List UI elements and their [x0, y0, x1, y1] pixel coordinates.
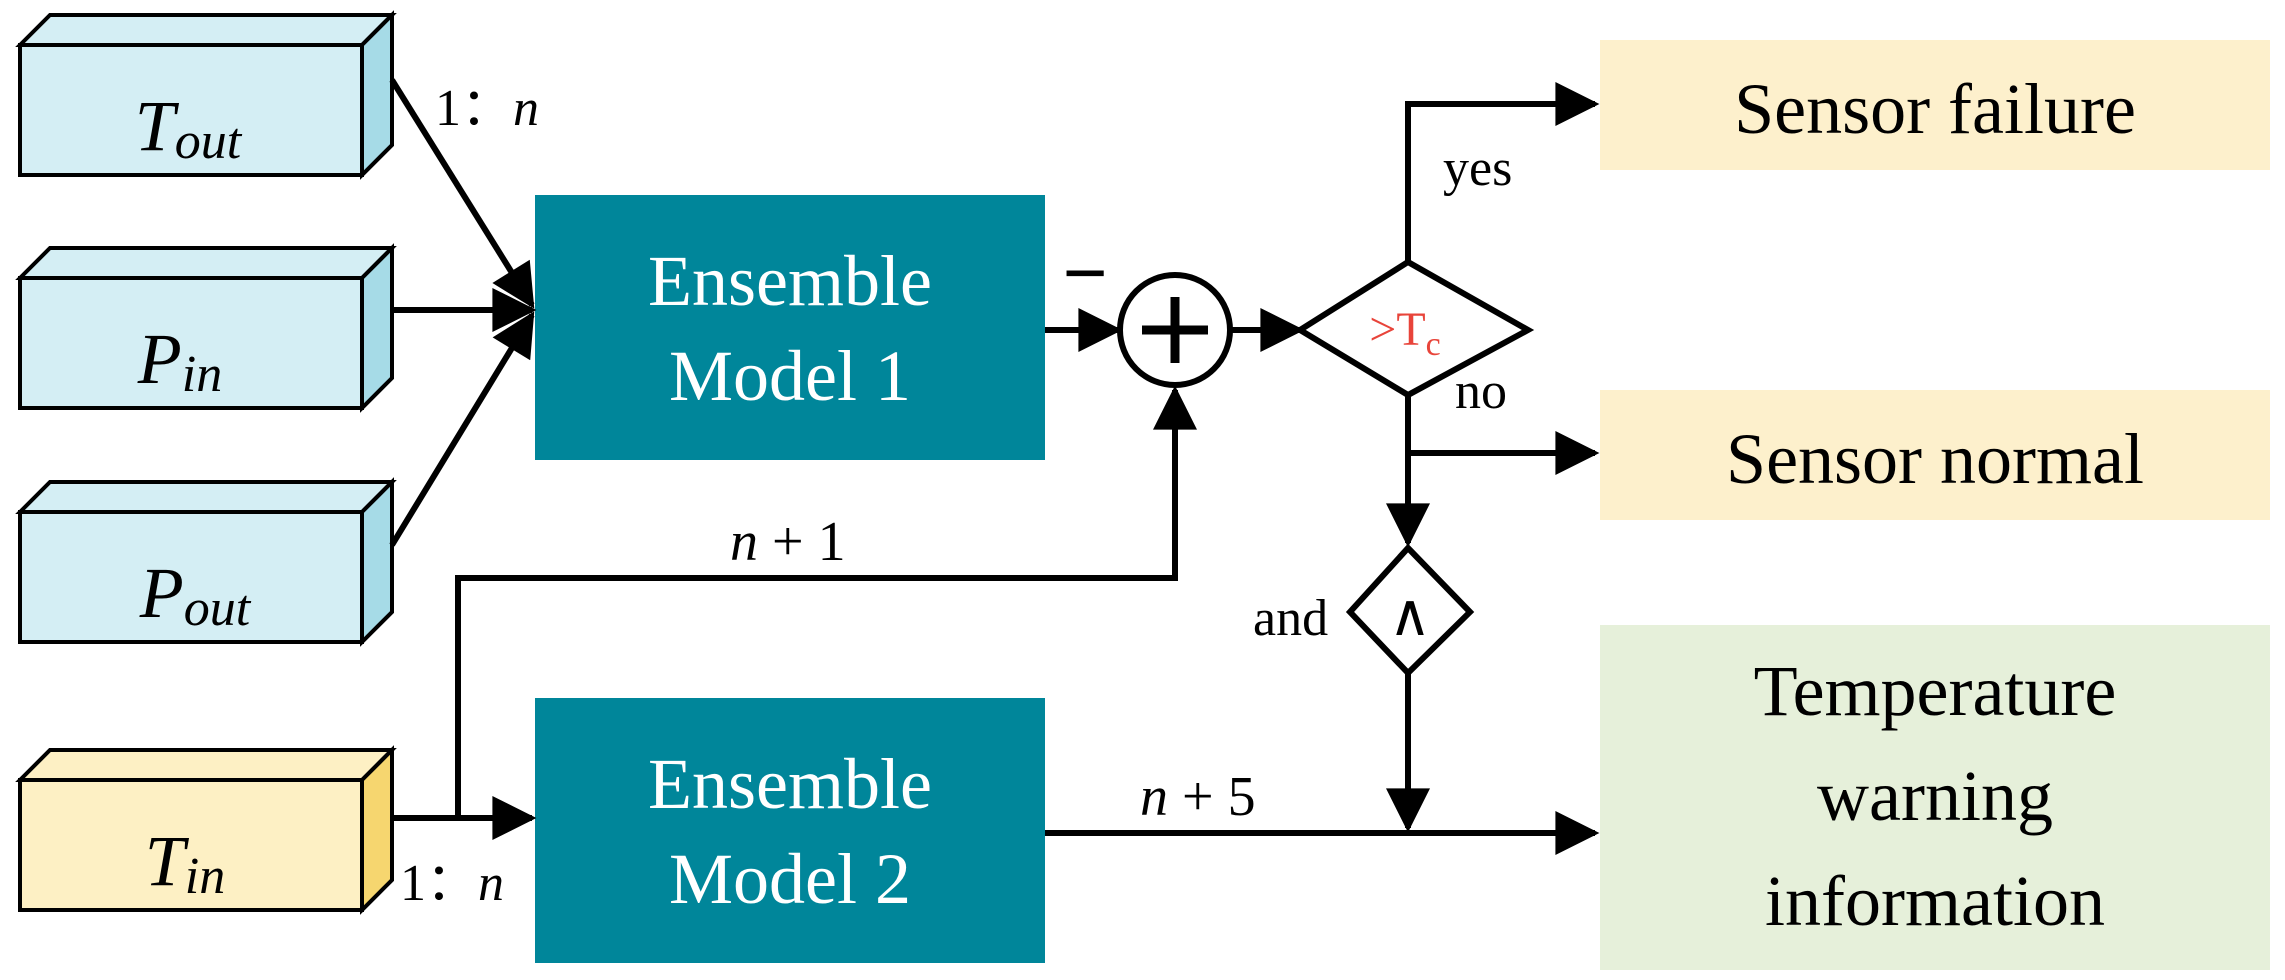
yes-branch	[1405, 82, 1600, 262]
and-symbol: ∧	[1389, 583, 1431, 648]
input-block-side	[360, 477, 394, 647]
model-box	[535, 195, 1045, 460]
input-block-t-out: Tout	[15, 10, 397, 180]
output-box	[1600, 40, 2270, 170]
connector-p-out	[389, 311, 535, 547]
warning-branch	[1045, 673, 1600, 855]
output-sensor-failure: Sensor failure	[1600, 40, 2270, 170]
input-label-p-out: Pout	[139, 553, 252, 637]
model-label-line2: Model 2	[669, 839, 911, 919]
threshold-decision: >Tc	[1294, 258, 1535, 399]
output-sensor-normal: Sensor normal	[1600, 390, 2270, 520]
input-block-p-out: Pout	[15, 477, 397, 647]
no-label: no	[1455, 363, 1507, 420]
input-block-face	[18, 510, 364, 644]
threshold-label: >Tc	[1369, 303, 1440, 363]
model-box	[535, 698, 1045, 963]
range-label-bottom: 1：n	[400, 855, 504, 912]
yes-label: yes	[1443, 140, 1512, 197]
output-label: Sensor normal	[1726, 419, 2144, 499]
input-block-side	[360, 745, 394, 915]
model-label-line2: Model 1	[669, 336, 911, 416]
input-block-top	[15, 748, 397, 782]
input-block-top	[15, 13, 397, 47]
output-label: Sensor failure	[1734, 69, 2136, 149]
t-in-connectors	[392, 385, 1197, 840]
input-block-face	[18, 778, 364, 912]
input-block-p-in: Pin	[15, 243, 397, 413]
summing-junction	[1045, 272, 1305, 388]
no-branch	[1386, 395, 1600, 548]
input-block-top	[15, 246, 397, 280]
input-block-side	[360, 10, 394, 180]
model-label-line1: Ensemble	[648, 744, 932, 824]
connector-t-in-sum	[455, 385, 1197, 818]
ensemble-model-1: Ensemble Model 1	[535, 195, 1045, 460]
output-label-line3: information	[1765, 861, 2105, 941]
output-box	[1600, 390, 2270, 520]
connector-yes	[1405, 82, 1600, 262]
connector-t-out	[389, 78, 535, 309]
minus-sign: −	[1062, 230, 1108, 318]
input-block-face	[18, 276, 364, 410]
label-n-plus-1: n + 1	[730, 511, 846, 573]
and-label: and	[1253, 590, 1328, 647]
model-label-line1: Ensemble	[648, 241, 932, 321]
range-label-top: 1：n	[435, 80, 539, 137]
ensemble-model-2: Ensemble Model 2	[535, 698, 1045, 963]
output-box	[1600, 625, 2270, 970]
output-temperature-warning: Temperature warning information	[1600, 625, 2270, 970]
input-block-side	[360, 243, 394, 413]
label-n-plus-5: n + 5	[1140, 766, 1256, 828]
output-label-line2: warning	[1817, 756, 2053, 836]
and-decision: ∧	[1345, 543, 1475, 678]
input-label-p-in: Pin	[137, 319, 222, 403]
threshold-diamond	[1294, 258, 1535, 399]
input-connectors	[389, 78, 537, 547]
input-label-t-out: Tout	[135, 86, 243, 170]
input-label-t-in: Tin	[145, 821, 226, 905]
input-block-face	[18, 43, 364, 177]
input-block-t-in: Tin	[15, 745, 397, 915]
output-label-line1: Temperature	[1754, 651, 2117, 731]
input-block-top	[15, 480, 397, 514]
